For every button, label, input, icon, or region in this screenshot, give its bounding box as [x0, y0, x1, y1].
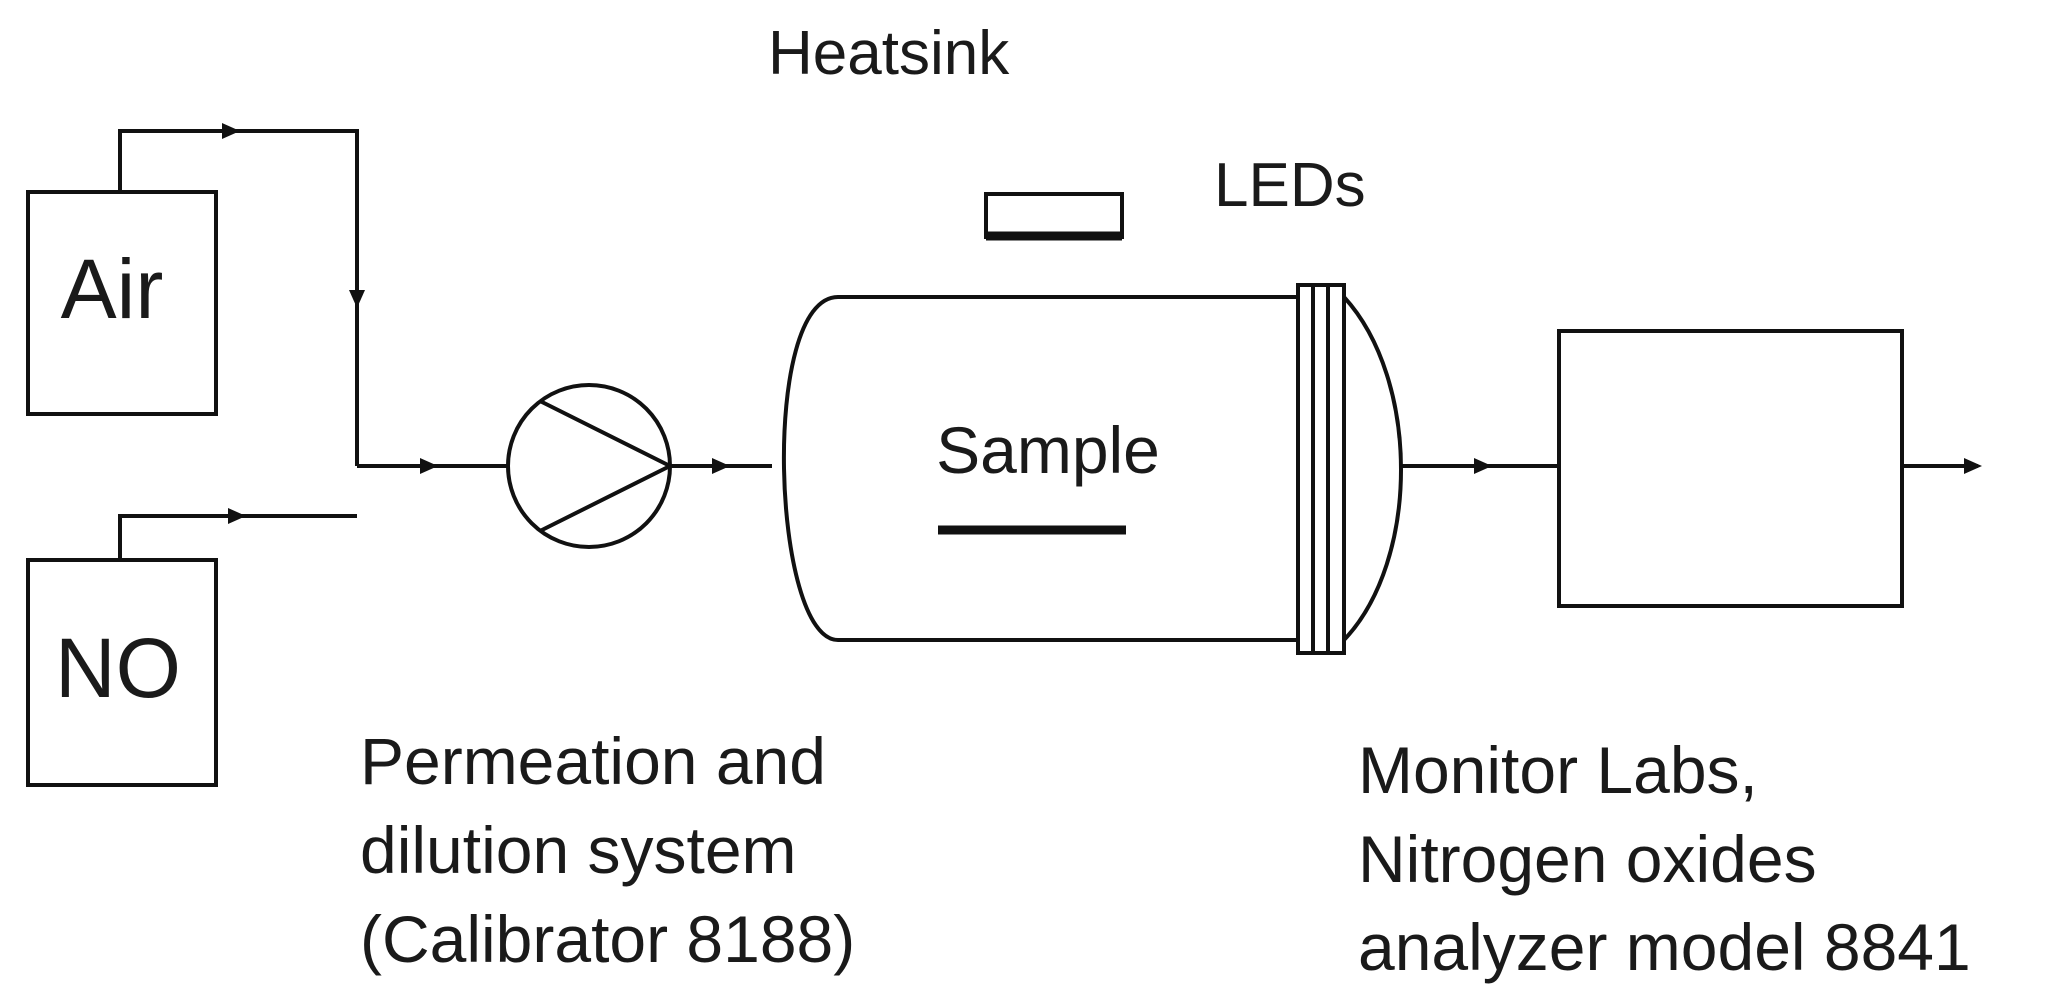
flow-arrow	[712, 458, 730, 474]
pump-symbol	[506, 383, 672, 549]
analyzer-caption-line-2: Nitrogen oxides	[1358, 822, 1817, 896]
sample-chamber	[781, 283, 1403, 655]
nox-analyzer-box	[1557, 329, 1904, 608]
calibrator-caption: Permeation and dilution system (Calibrat…	[360, 724, 855, 976]
flow-arrow	[1474, 458, 1492, 474]
flow-arrow	[1964, 458, 1982, 474]
analyzer-caption-line-3: analyzer model 8841	[1358, 910, 1971, 984]
flow-arrow	[349, 290, 365, 308]
no-label: NO	[55, 621, 181, 715]
heatsink-label: Heatsink	[768, 19, 1010, 88]
air-flow-line	[118, 123, 365, 466]
no-flow-line	[118, 508, 357, 560]
flow-arrow	[222, 123, 240, 139]
sample-label: Sample	[936, 413, 1160, 487]
mixed-flow-line	[357, 458, 508, 474]
analyzer-caption: Monitor Labs, Nitrogen oxides analyzer m…	[1358, 733, 1971, 984]
flow-arrow	[228, 508, 246, 524]
exhaust-line	[1902, 458, 1982, 474]
chamber-to-analyzer-line	[1400, 458, 1559, 474]
analyzer-caption-line-1: Monitor Labs,	[1358, 733, 1758, 807]
calibrator-caption-line-3: (Calibrator 8188)	[360, 902, 855, 976]
calibrator-caption-line-2: dilution system	[360, 813, 797, 887]
flow-arrow	[420, 458, 438, 474]
air-label: Air	[61, 242, 164, 336]
air-cylinder: Air	[26, 190, 218, 416]
no-cylinder: NO	[26, 558, 218, 787]
pump-to-chamber-line	[670, 458, 772, 474]
heatsink-led-assembly	[984, 192, 1124, 241]
leds-label: LEDs	[1214, 151, 1366, 220]
calibrator-caption-line-1: Permeation and	[360, 724, 826, 798]
